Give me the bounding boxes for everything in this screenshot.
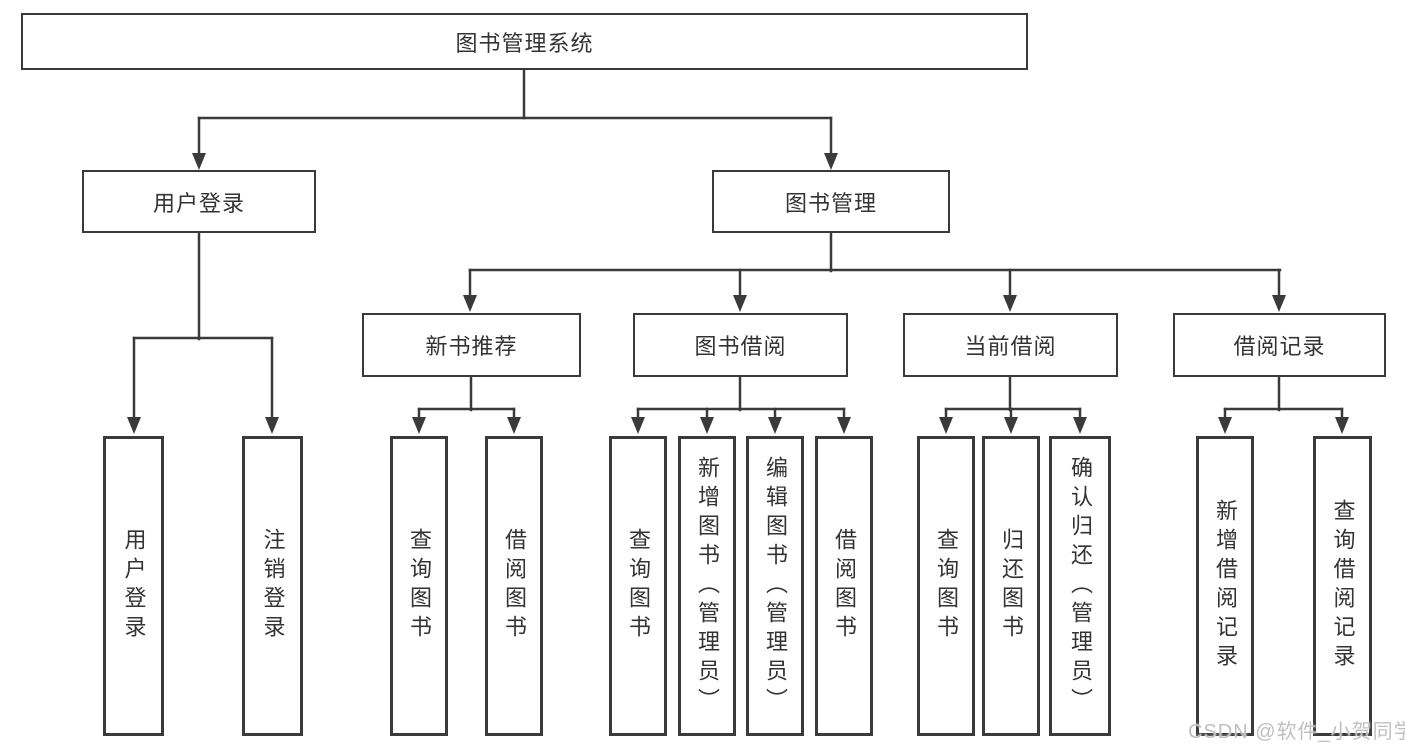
leaf-current-query-books: 查询图书 <box>917 436 975 736</box>
leaf-user-login: 用户登录 <box>103 436 164 736</box>
node-book-management: 图书管理 <box>712 170 950 233</box>
leaf-logout-label: 注销登录 <box>260 528 286 644</box>
node-user-login: 用户登录 <box>82 170 316 233</box>
node-root-label: 图书管理系统 <box>455 30 594 56</box>
leaf-return-books: 归还图书 <box>982 436 1040 736</box>
leaf-user-login-label: 用户登录 <box>121 528 147 644</box>
node-new-book-recommend-label: 新书推荐 <box>425 334 518 359</box>
node-book-borrow-label: 图书借阅 <box>694 334 787 359</box>
leaf-borrow-books-label: 借阅图书 <box>832 528 857 644</box>
csdn-watermark: CSDN @软件_小贺同学 <box>1188 721 1405 743</box>
leaf-recommend-borrow-books: 借阅图书 <box>485 436 543 736</box>
node-book-borrow: 图书借阅 <box>633 313 848 377</box>
node-current-borrow-label: 当前借阅 <box>964 334 1057 359</box>
leaf-return-books-label: 归还图书 <box>999 528 1024 644</box>
leaf-borrow-books: 借阅图书 <box>815 436 873 736</box>
leaf-confirm-return-admin: 确认归还（管理员） <box>1049 436 1111 736</box>
leaf-borrow-query-books-label: 查询图书 <box>626 528 651 644</box>
leaf-add-books-admin-label: 新增图书（管理员） <box>695 455 720 717</box>
node-borrow-records: 借阅记录 <box>1173 313 1386 377</box>
leaf-edit-books-admin-label: 编辑图书（管理员） <box>763 455 788 717</box>
leaf-add-borrow-record-label: 新增借阅记录 <box>1213 499 1238 673</box>
leaf-confirm-return-admin-label: 确认归还（管理员） <box>1068 455 1093 717</box>
leaf-edit-books-admin: 编辑图书（管理员） <box>746 436 804 736</box>
leaf-logout: 注销登录 <box>242 436 303 736</box>
node-current-borrow: 当前借阅 <box>903 313 1118 377</box>
node-user-login-label: 用户登录 <box>152 190 245 216</box>
node-book-management-label: 图书管理 <box>784 190 877 216</box>
leaf-recommend-query-books: 查询图书 <box>390 436 448 736</box>
node-root: 图书管理系统 <box>21 13 1028 70</box>
leaf-query-borrow-record-label: 查询借阅记录 <box>1330 499 1356 673</box>
node-borrow-records-label: 借阅记录 <box>1233 334 1326 359</box>
leaf-recommend-query-books-label: 查询图书 <box>407 528 432 644</box>
leaf-query-borrow-record: 查询借阅记录 <box>1313 436 1372 736</box>
leaf-borrow-query-books: 查询图书 <box>609 436 667 736</box>
node-new-book-recommend: 新书推荐 <box>362 313 581 377</box>
leaf-recommend-borrow-books-label: 借阅图书 <box>502 528 527 644</box>
leaf-add-books-admin: 新增图书（管理员） <box>678 436 736 736</box>
leaf-current-query-books-label: 查询图书 <box>934 528 959 644</box>
leaf-add-borrow-record: 新增借阅记录 <box>1196 436 1254 736</box>
